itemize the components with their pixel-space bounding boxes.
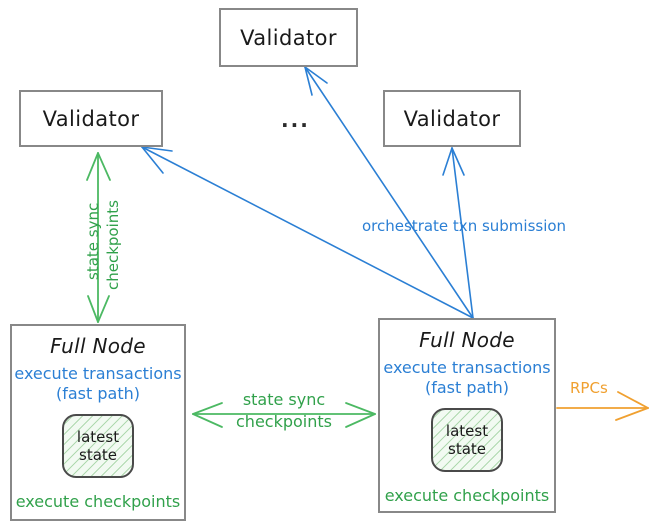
arrow-fullnode-to-validator-top <box>304 66 474 319</box>
full-node-right-blue-line-2: (fast path) <box>425 378 509 397</box>
arrow-state-sync-vertical <box>86 152 111 323</box>
center-state-sync-label-line-2: checkpoints <box>236 411 332 431</box>
full-node-right-green-footer: execute checkpoints <box>384 486 550 505</box>
full-node-left-blue-text: execute transactions (fast path) <box>14 364 181 404</box>
full-node-right-title: Full Node <box>419 328 515 352</box>
validator-top-box[interactable]: Validator <box>219 8 358 67</box>
validator-top-label: Validator <box>240 25 337 50</box>
full-node-right-box[interactable]: Full Node execute transactions (fast pat… <box>378 318 556 513</box>
arrow-rpcs <box>556 391 649 421</box>
full-node-right-blue-text: execute transactions (fast path) <box>383 358 550 398</box>
full-node-left-state-line-1: latest <box>76 428 120 446</box>
full-node-left-blue-line-1: execute transactions <box>14 364 182 383</box>
validator-right-box[interactable]: Validator <box>383 90 521 147</box>
validator-right-label: Validator <box>403 106 501 131</box>
full-node-left-blue-line-2: (fast path) <box>56 384 140 403</box>
full-node-left-latest-state-chip[interactable]: latest state <box>62 414 134 478</box>
rpcs-label: RPCs <box>570 379 608 397</box>
validator-left-label: Validator <box>42 106 140 131</box>
validators-ellipsis: ... <box>281 108 310 132</box>
vertical-state-sync-label-line-1: state sync <box>84 202 102 280</box>
arrow-fullnode-to-validator-left <box>141 146 474 319</box>
full-node-right-state-line-1: latest <box>445 422 489 440</box>
full-node-right-latest-state-chip[interactable]: latest state <box>431 408 503 472</box>
full-node-left-state-line-2: state <box>79 446 117 464</box>
full-node-left-title: Full Node <box>50 334 146 358</box>
full-node-left-green-footer: execute checkpoints <box>15 492 181 511</box>
arrow-fullnode-to-validator-right <box>442 147 474 319</box>
full-node-right-state-line-2: state <box>448 440 486 458</box>
validator-left-box[interactable]: Validator <box>19 90 163 147</box>
orchestrate-txn-submission-label: orchestrate txn submission <box>362 217 567 235</box>
full-node-left-box[interactable]: Full Node execute transactions (fast pat… <box>10 324 186 521</box>
full-node-right-blue-line-1: execute transactions <box>383 358 551 377</box>
vertical-state-sync-label-line-2: checkpoints <box>104 200 122 290</box>
arrow-state-sync-horizontal <box>192 402 376 428</box>
center-state-sync-label: state sync checkpoints <box>194 389 374 432</box>
center-state-sync-label-line-1: state sync <box>242 390 326 409</box>
